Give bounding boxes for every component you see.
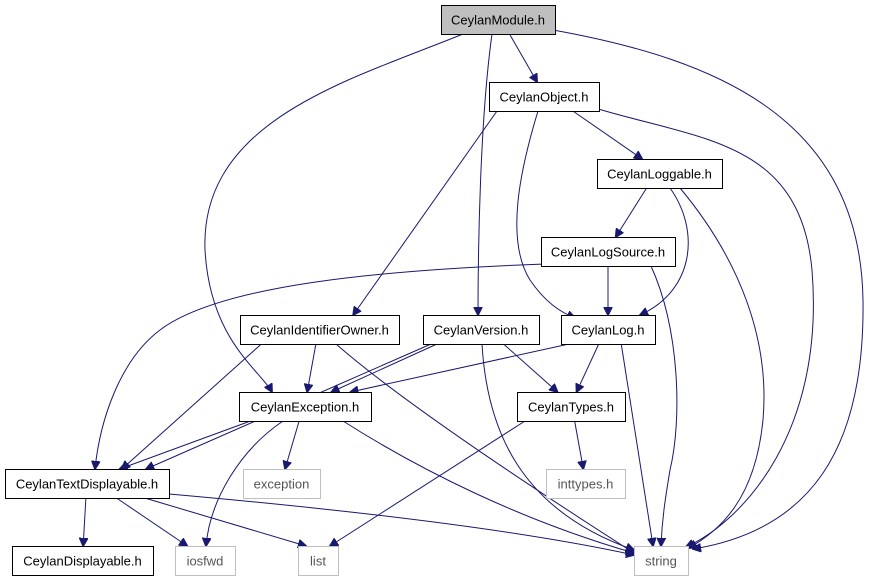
edge-version-to-string	[481, 343, 634, 550]
node-box	[243, 469, 321, 499]
node-box	[239, 392, 372, 422]
edge-loggable-to-logsource	[616, 187, 648, 237]
edge-types-to-inttypes	[574, 420, 584, 469]
edge-exception_h-to-textdisp	[120, 420, 251, 469]
node-iosfwd[interactable]: iosfwd	[175, 546, 236, 576]
node-label: CeylanVersion.h	[434, 323, 529, 338]
node-list[interactable]: list	[298, 546, 339, 576]
node-box	[5, 469, 170, 499]
node-box	[561, 315, 656, 345]
node-types[interactable]: CeylanTypes.h	[517, 392, 626, 422]
node-box	[240, 315, 400, 345]
node-label: CeylanDisplayable.h	[23, 554, 142, 569]
node-box	[517, 392, 626, 422]
node-label: exception	[254, 477, 310, 492]
node-box	[298, 546, 339, 576]
node-exception[interactable]: exception	[243, 469, 321, 499]
nodes: CeylanModule.hCeylanObject.hCeylanLoggab…	[5, 5, 723, 576]
node-idowner[interactable]: CeylanIdentifierOwner.h	[240, 315, 400, 345]
node-version[interactable]: CeylanVersion.h	[423, 315, 540, 345]
edge-exception_h-to-string	[342, 420, 634, 553]
edge-object-to-log	[516, 110, 575, 318]
node-textdisp[interactable]: CeylanTextDisplayable.h	[5, 469, 170, 499]
edge-loggable-to-log	[640, 187, 689, 315]
node-loggable[interactable]: CeylanLoggable.h	[597, 159, 723, 189]
edge-exception_h-to-exception	[285, 420, 300, 469]
node-box	[423, 315, 540, 345]
node-label: CeylanLogSource.h	[551, 245, 665, 260]
edge-object-to-idowner	[353, 110, 498, 315]
node-exception_h[interactable]: CeylanException.h	[239, 392, 372, 422]
node-label: inttypes.h	[558, 477, 614, 492]
edge-log-to-types	[577, 343, 600, 392]
edge-exception_h-to-iosfwd	[206, 420, 284, 546]
node-label: CeylanLog.h	[572, 323, 645, 338]
node-label: CeylanObject.h	[500, 90, 589, 105]
node-box	[441, 5, 556, 35]
edge-module-to-string	[552, 29, 864, 549]
edge-idowner-to-textdisp	[122, 343, 262, 469]
edge-textdisp-to-displayable	[83, 497, 86, 546]
node-box	[175, 546, 236, 576]
node-log[interactable]: CeylanLog.h	[561, 315, 656, 345]
node-object[interactable]: CeylanObject.h	[489, 82, 600, 112]
node-module[interactable]: CeylanModule.h	[441, 5, 556, 35]
node-displayable[interactable]: CeylanDisplayable.h	[12, 546, 154, 576]
edge-log-to-exception_h	[350, 343, 570, 392]
edge-textdisp-to-list	[144, 497, 306, 546]
node-box	[541, 237, 676, 267]
node-box	[634, 546, 689, 576]
edge-module-to-object	[509, 33, 538, 82]
node-box	[597, 159, 723, 189]
edge-textdisp-to-string	[168, 493, 634, 555]
edge-module-to-version	[478, 33, 493, 315]
edge-textdisp-to-iosfwd	[116, 497, 188, 546]
node-label: string	[645, 554, 677, 569]
node-label: CeylanException.h	[251, 400, 359, 415]
node-label: CeylanIdentifierOwner.h	[250, 323, 389, 338]
node-logsource[interactable]: CeylanLogSource.h	[541, 237, 676, 267]
edge-logsource-to-textdisp	[95, 263, 546, 469]
node-label: CeylanTypes.h	[528, 400, 614, 415]
node-label: list	[310, 554, 326, 569]
node-label: CeylanTextDisplayable.h	[16, 477, 158, 492]
edge-object-to-string	[594, 107, 814, 547]
node-label: CeylanLoggable.h	[607, 167, 712, 182]
edge-log-to-string	[620, 343, 653, 546]
edges	[83, 29, 864, 555]
node-inttypes[interactable]: inttypes.h	[546, 469, 626, 499]
edge-version-to-exception_h	[331, 343, 438, 392]
node-box	[12, 546, 154, 576]
edge-version-to-types	[503, 343, 558, 392]
node-box	[489, 82, 600, 112]
edge-module-to-exception_h	[204, 33, 464, 392]
edge-idowner-to-string	[335, 343, 634, 553]
node-box	[546, 469, 626, 499]
edge-object-to-loggable	[572, 110, 642, 159]
edge-types-to-list	[330, 420, 526, 546]
node-label: iosfwd	[187, 554, 224, 569]
edge-idowner-to-exception_h	[307, 343, 317, 392]
node-label: CeylanModule.h	[451, 13, 545, 28]
edge-logsource-to-string	[650, 265, 678, 546]
node-string[interactable]: string	[634, 546, 689, 576]
edge-loggable-to-string	[679, 187, 765, 548]
